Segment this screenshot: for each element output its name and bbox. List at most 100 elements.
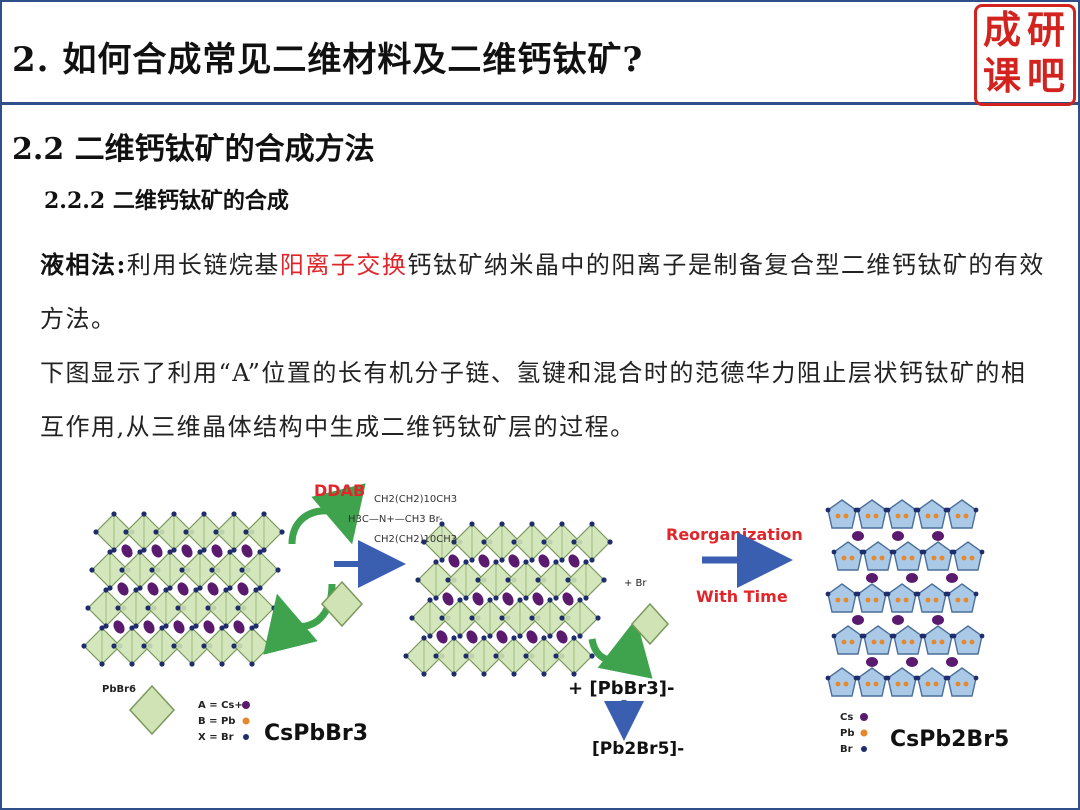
br-atom-icon: [945, 675, 951, 681]
legend-item-a: A = Cs+: [198, 700, 243, 711]
br-atom-icon: [861, 633, 867, 639]
br-atom-icon: [197, 585, 203, 591]
br-atom-icon: [945, 507, 951, 513]
pb-atom-icon: [835, 597, 841, 603]
legend-cs: Cs: [840, 712, 853, 723]
br-atom-icon: [523, 653, 529, 659]
pb-atom-icon: [901, 639, 907, 645]
pentagon-layer-icon: [863, 541, 893, 571]
br-atom-icon: [193, 587, 199, 593]
pb-atom-icon: [895, 513, 901, 519]
pb-atom-icon: [903, 513, 909, 519]
legend-item-b: B = Pb: [198, 716, 235, 727]
pb-atom-icon: [843, 597, 849, 603]
pb-atom-icon: [909, 555, 915, 561]
pentagon-layer-icon: [857, 499, 887, 529]
formula-middle: H3C—N+—CH3 Br-: [348, 514, 443, 525]
cs-dot-icon: [242, 701, 250, 709]
highlight-text: 阳离子交换: [279, 251, 408, 279]
br-atom-icon: [571, 539, 577, 545]
br-atom-icon: [855, 591, 861, 597]
br-atom-icon: [861, 549, 867, 555]
legend-pb: Pb: [840, 728, 855, 739]
br-atom-icon: [493, 559, 499, 565]
pentagon-layer-icon: [953, 625, 983, 655]
cs-atom-icon: [117, 582, 129, 596]
pb-dot-icon: [242, 717, 250, 725]
br-atom-icon: [825, 591, 831, 597]
br-atom-icon: [103, 587, 109, 593]
br-atom-icon: [167, 585, 173, 591]
pb-atom-icon: [939, 639, 945, 645]
pb-atom-icon: [969, 555, 975, 561]
cs-atom-icon: [906, 657, 918, 667]
logo-seal: 成 研 课 吧: [974, 4, 1076, 106]
cs-atom-icon: [906, 573, 918, 583]
br-atom-icon: [583, 595, 589, 601]
pb-atom-icon: [901, 555, 907, 561]
compound-left: CsPbBr3: [264, 721, 368, 746]
br-atom-icon: [235, 605, 241, 611]
pb-atom-icon: [871, 555, 877, 561]
br-atom-icon: [141, 511, 147, 517]
plus-br-label: + Br: [624, 578, 647, 589]
br-atom-icon: [163, 623, 169, 629]
pb-atom-icon: [925, 681, 931, 687]
br-atom-icon: [223, 587, 229, 593]
br-atom-icon: [921, 549, 927, 555]
br-atom-icon: [403, 653, 409, 659]
pb-atom-icon: [955, 513, 961, 519]
pentagon-layer-icon: [827, 667, 857, 697]
cspb2br5-lattice: [825, 499, 985, 697]
br-atom-icon: [517, 597, 523, 603]
br-atom-icon: [85, 605, 91, 611]
br-atom-icon: [415, 577, 421, 583]
br-atom-icon: [129, 625, 135, 631]
br-atom-icon: [123, 529, 129, 535]
br-atom-icon: [481, 671, 487, 677]
cs-atom-icon: [946, 657, 958, 667]
br-atom-icon: [577, 597, 583, 603]
br-atom-icon: [589, 521, 595, 527]
br-atom-icon: [831, 633, 837, 639]
seal-char: 吧: [1027, 54, 1066, 98]
legend-br: Br: [840, 744, 853, 755]
br-atom-icon: [825, 507, 831, 513]
br-atom-icon: [197, 549, 203, 555]
br-atom-icon: [183, 529, 189, 535]
seal-char: 研: [1027, 8, 1066, 52]
br-atom-icon: [523, 559, 529, 565]
br-atom-icon: [107, 549, 113, 555]
pb-atom-icon: [879, 639, 885, 645]
pb-atom-icon: [963, 597, 969, 603]
br-atom-icon: [439, 615, 445, 621]
pentagon-layer-icon: [947, 667, 977, 697]
pb-atom-icon: [873, 597, 879, 603]
br-atom-icon: [439, 557, 445, 563]
pentagon-layer-icon: [833, 541, 863, 571]
br-atom-icon: [583, 559, 589, 565]
br-atom-icon: [267, 643, 273, 649]
br-atom-icon: [205, 605, 211, 611]
br-atom-icon: [261, 511, 267, 517]
br-atom-icon: [213, 529, 219, 535]
pb-atom-icon: [865, 597, 871, 603]
release-arrow-icon: [588, 618, 653, 679]
br-atom-icon: [951, 549, 957, 555]
pb-atom-icon: [841, 555, 847, 561]
br-atom-icon: [439, 521, 445, 527]
cs-atom-icon: [147, 582, 159, 596]
br-atom-icon: [189, 625, 195, 631]
br-atom-icon: [921, 633, 927, 639]
pb-atom-icon: [933, 597, 939, 603]
pb-atom-icon: [933, 513, 939, 519]
pentagon-layer-icon: [863, 625, 893, 655]
byproduct-product: [Pb2Br5]-: [592, 739, 684, 759]
br-atom-icon: [99, 661, 105, 667]
br-atom-icon: [93, 529, 99, 535]
br-atom-icon: [499, 521, 505, 527]
cs-atom-icon: [892, 531, 904, 541]
br-atom-icon: [553, 559, 559, 565]
br-atom-icon: [547, 597, 553, 603]
br-atom-icon: [915, 507, 921, 513]
